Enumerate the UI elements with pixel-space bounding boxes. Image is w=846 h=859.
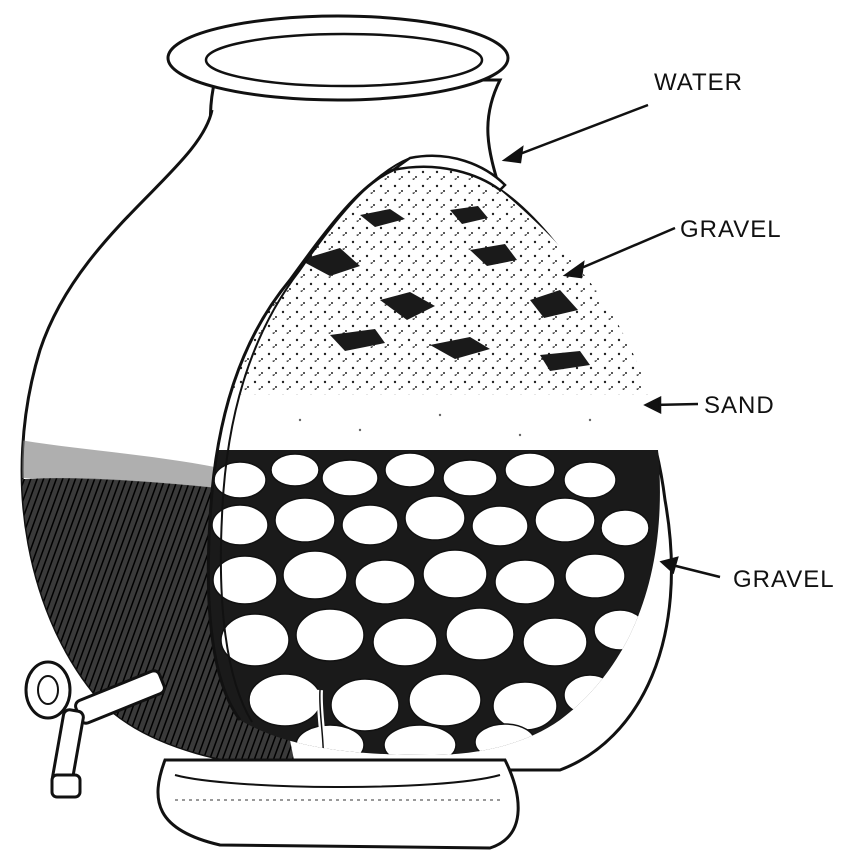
water-arrow: [512, 105, 648, 157]
gravel-top-arrow: [572, 228, 675, 272]
gravel-top-label: GRAVEL: [680, 218, 782, 242]
jar-foot: [158, 760, 518, 848]
sand-label: SAND: [704, 394, 775, 418]
jar-mouth: [206, 34, 482, 86]
gravel-bottom-label: GRAVEL: [733, 568, 835, 592]
water-label: WATER: [654, 71, 743, 95]
